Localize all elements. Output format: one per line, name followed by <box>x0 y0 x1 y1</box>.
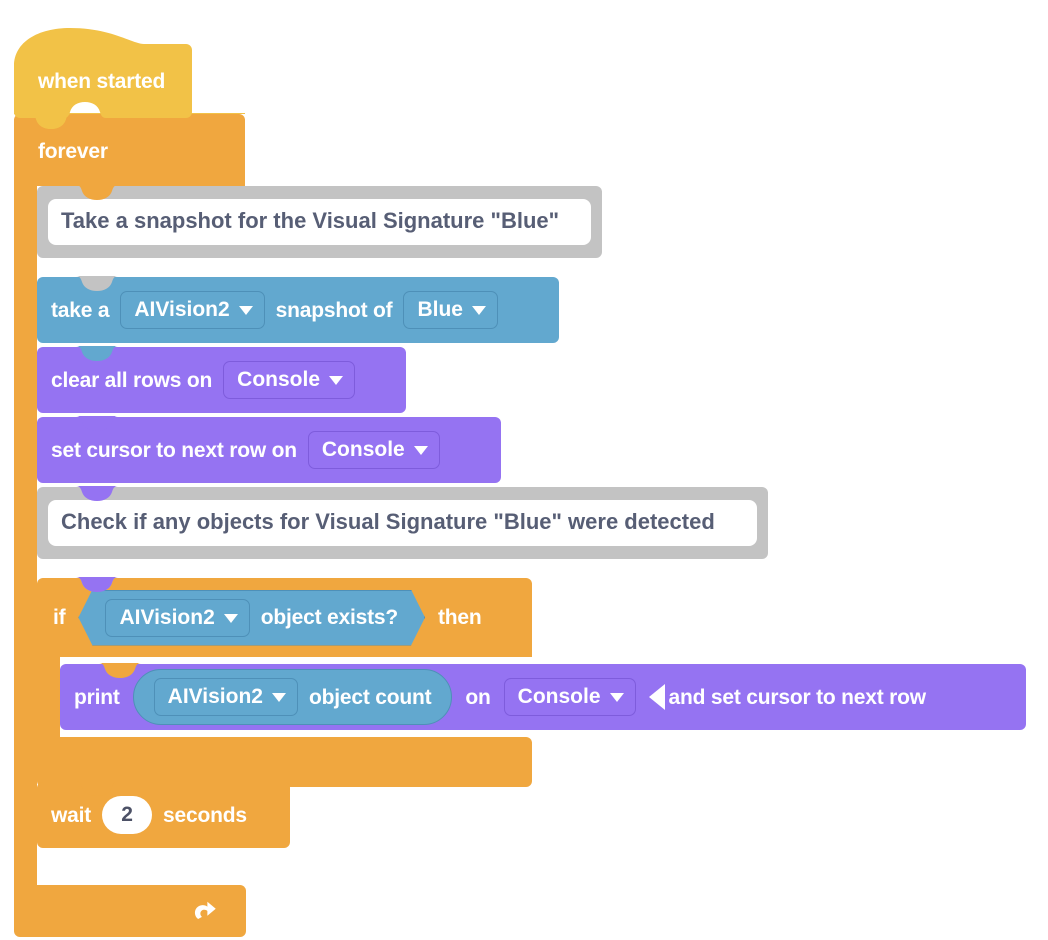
clear-rows-top-notch <box>60 346 150 361</box>
take-snapshot-signature-dropdown[interactable]: Blue <box>403 291 498 329</box>
if-then-block[interactable]: if AIVision2 object exists? then <box>37 577 532 787</box>
take-snapshot-device-dropdown[interactable]: AIVision2 <box>120 291 265 329</box>
clear-rows-target-dropdown[interactable]: Console <box>223 361 356 399</box>
comment-block-check-objects[interactable]: Check if any objects for Visual Signatur… <box>37 486 768 559</box>
object-exists-boolean[interactable]: AIVision2 object exists? <box>78 590 425 646</box>
if-condition-device-value: AIVision2 <box>119 605 215 629</box>
wait-seconds-block[interactable]: wait 2 seconds <box>37 781 290 848</box>
take-snapshot-block[interactable]: take a AIVision2 snapshot of Blue <box>37 276 559 343</box>
wait-post-label: seconds <box>163 803 247 827</box>
when-started-hat-block[interactable]: when started <box>14 26 192 118</box>
comment-1-text: Take a snapshot for the Visual Signature… <box>61 208 560 233</box>
take-snapshot-device-value: AIVision2 <box>134 298 230 321</box>
then-label: then <box>438 606 482 629</box>
comment-2-text-field[interactable]: Check if any objects for Visual Signatur… <box>48 500 757 546</box>
comment-1-text-field[interactable]: Take a snapshot for the Visual Signature… <box>48 199 591 245</box>
chevron-down-icon <box>413 446 428 455</box>
chevron-down-icon <box>471 306 486 315</box>
set-cursor-top-notch <box>60 416 150 431</box>
print-reporter-label: object count <box>308 685 432 709</box>
print-on-label: on <box>465 685 491 709</box>
comment-block-snapshot[interactable]: Take a snapshot for the Visual Signature… <box>37 185 602 258</box>
print-suffix-label: and set cursor to next row <box>668 685 927 709</box>
forever-footer[interactable] <box>14 885 246 937</box>
take-snapshot-mid-label: snapshot of <box>275 298 393 322</box>
print-block[interactable]: print AIVision2 object count on Console … <box>60 663 1026 730</box>
if-header[interactable]: if AIVision2 object exists? then <box>37 577 532 657</box>
forever-label: forever <box>38 140 108 163</box>
clear-rows-label: clear all rows on <box>51 368 213 392</box>
wait-duration-input[interactable]: 2 <box>102 796 153 834</box>
print-target-value: Console <box>517 685 601 708</box>
object-count-reporter[interactable]: AIVision2 object count <box>132 669 453 725</box>
hat-shape <box>14 28 192 118</box>
forever-mouth-notch <box>37 171 137 187</box>
take-snapshot-top-notch <box>60 276 150 291</box>
wait-top-notch <box>60 781 150 796</box>
if-left-arm <box>37 657 60 737</box>
clear-all-rows-block[interactable]: clear all rows on Console <box>37 346 406 413</box>
set-cursor-target-value: Console <box>321 438 405 461</box>
chevron-down-icon <box>609 693 624 702</box>
if-footer <box>37 577 532 787</box>
comment-2-text: Check if any objects for Visual Signatur… <box>61 509 715 534</box>
chevron-down-icon <box>224 614 238 623</box>
print-label: print <box>74 685 120 709</box>
chevron-down-icon <box>271 693 286 702</box>
chevron-down-icon <box>238 306 253 315</box>
chevron-down-icon <box>329 376 344 385</box>
set-cursor-target-dropdown[interactable]: Console <box>307 431 440 469</box>
take-snapshot-pre-label: take a <box>51 298 110 322</box>
if-condition-label: object exists? <box>260 606 398 629</box>
forever-header[interactable]: forever <box>14 113 245 187</box>
set-cursor-next-row-block[interactable]: set cursor to next row on Console <box>37 416 501 483</box>
loop-arrow-icon <box>194 901 216 919</box>
take-snapshot-signature-value: Blue <box>417 298 463 321</box>
print-target-dropdown[interactable]: Console <box>503 678 636 716</box>
wait-pre-label: wait <box>51 803 92 827</box>
if-condition-device-dropdown[interactable]: AIVision2 <box>105 599 249 637</box>
clear-rows-target-value: Console <box>237 368 321 391</box>
print-reporter-device-value: AIVision2 <box>167 685 263 708</box>
hat-label: when started <box>38 70 166 93</box>
if-label: if <box>53 606 66 629</box>
set-cursor-label: set cursor to next row on <box>51 438 297 462</box>
forever-left-arm <box>14 186 37 885</box>
print-reporter-device-dropdown[interactable]: AIVision2 <box>153 678 298 716</box>
triangle-left-icon <box>648 684 665 710</box>
